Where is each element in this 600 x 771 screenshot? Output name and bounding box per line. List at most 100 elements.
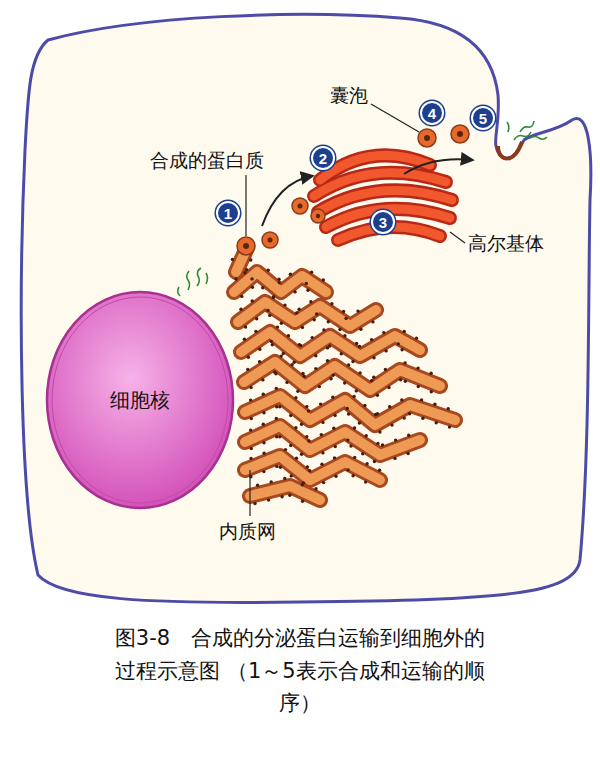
ribosome-dot xyxy=(381,443,384,446)
ribosome-dot xyxy=(373,460,376,463)
ribosome-dot xyxy=(305,405,308,408)
ribosome-dot xyxy=(297,308,300,311)
ribosome-dot xyxy=(290,363,293,366)
figure-caption: 图3-8 合成的分泌蛋白运输到细胞外的过程示意图 （1～5表示合成和运输的顺序） xyxy=(114,622,486,720)
ribosome-dot xyxy=(278,435,281,438)
ribosome-dot xyxy=(370,379,373,382)
nucleus-label: 细胞核 xyxy=(110,387,170,414)
ribosome-dot xyxy=(272,295,275,298)
fusing-vesicle xyxy=(498,142,522,159)
ribosome-dot xyxy=(262,393,265,396)
ribosome-dot xyxy=(351,360,354,363)
ribosome-dot xyxy=(239,308,242,311)
callout-number: 4 xyxy=(428,106,436,121)
ribosome-dot xyxy=(249,428,252,431)
ribosome-dot xyxy=(333,456,336,459)
ribosome-dot xyxy=(275,417,278,420)
ribosome-dot xyxy=(302,481,305,484)
ribosome-dot xyxy=(295,311,298,314)
ribosome-dot xyxy=(249,386,252,389)
ribosome-dot xyxy=(328,344,331,347)
ribosome-dot xyxy=(403,416,406,419)
ribosome-dot xyxy=(329,377,332,380)
ribosome-dot xyxy=(364,480,367,483)
callout-circle: 4 xyxy=(420,101,444,125)
ribosome-dot xyxy=(307,439,310,442)
ribosome-dot xyxy=(448,425,451,428)
er-fold xyxy=(245,456,380,480)
callout-number: 1 xyxy=(224,206,232,221)
ribosome-dot xyxy=(300,453,303,456)
ribosome-dot xyxy=(372,376,375,379)
callout-circle: 3 xyxy=(371,210,395,234)
ribosome-dot xyxy=(346,468,349,471)
nuclear-envelope-inner xyxy=(52,297,228,503)
callout-circle: 1 xyxy=(216,201,240,225)
ribosome-dot xyxy=(253,502,256,505)
ribosome-dot xyxy=(266,309,269,312)
ribosome-dot xyxy=(278,281,281,284)
ribosome-dot xyxy=(275,465,278,468)
ribosome-dot xyxy=(276,325,279,328)
ribosome-dot xyxy=(365,434,368,437)
ribosome-dot xyxy=(394,438,397,441)
ribosome-dot xyxy=(343,381,346,384)
ribosome-dot xyxy=(376,442,379,445)
ribosome-dot xyxy=(347,412,350,415)
ribosome-dot xyxy=(318,385,321,388)
golgi-outline xyxy=(314,155,452,240)
ribosome-dot xyxy=(283,477,286,480)
ribosome-dot xyxy=(295,457,298,460)
ribosome-dot xyxy=(275,405,278,408)
ribosome-dot xyxy=(332,373,335,376)
ribosome-dot xyxy=(406,452,409,455)
ribosome-dot xyxy=(310,271,313,274)
ribosome-dot xyxy=(349,444,352,447)
ribosome-dot xyxy=(294,426,297,429)
part-label: 内质网 xyxy=(219,520,276,543)
ribosome-dot xyxy=(314,354,317,357)
ribosome-dot xyxy=(244,325,247,328)
ribosome-dot xyxy=(270,340,273,343)
ribosome-dot xyxy=(378,430,381,433)
ribosome-dot xyxy=(408,412,411,415)
ribosome-dot xyxy=(326,359,329,362)
ribosome-dot xyxy=(415,337,418,340)
ribosome-dot xyxy=(322,328,325,331)
transport-arrow xyxy=(404,159,472,174)
ribosome-dot xyxy=(289,273,292,276)
ribosome-dot xyxy=(430,390,433,393)
ribosome-dot xyxy=(370,338,373,341)
ribosome-dot xyxy=(255,317,258,320)
ribosome-dot xyxy=(278,405,281,408)
part-label: 高尔基体 xyxy=(468,232,544,255)
ribosome-dot xyxy=(268,314,271,317)
ribosome-dot xyxy=(361,452,364,455)
ribosome-dot xyxy=(359,328,362,331)
ribosome-dot xyxy=(371,320,374,323)
ribosome-dot xyxy=(249,258,252,261)
ribosome-dot xyxy=(285,381,288,384)
ribosome-dot xyxy=(384,368,387,371)
ribosome-dot xyxy=(249,457,252,460)
ribosome-dot xyxy=(321,451,324,454)
er-fold xyxy=(244,362,440,390)
ribosome-dot xyxy=(372,356,375,359)
ribosome-dot xyxy=(256,484,259,487)
ribosome-dot xyxy=(250,417,253,420)
ribosome-dot xyxy=(289,444,292,447)
ribosome-dot xyxy=(250,277,253,280)
ribosome-dot xyxy=(322,278,325,281)
ribosome-dot xyxy=(279,466,282,469)
polypeptide-chains xyxy=(178,268,208,296)
er-fold xyxy=(241,332,420,356)
ribosome-dot xyxy=(261,286,264,289)
ribosome-dot xyxy=(272,296,275,299)
ribosome-dot xyxy=(301,326,304,329)
ribosome-dot xyxy=(287,334,290,337)
ribosome-dot xyxy=(433,403,436,406)
ribosome-dot xyxy=(338,328,341,331)
ribosome-dot xyxy=(313,318,316,321)
ribosome-dot xyxy=(351,474,354,477)
ribosome-dot xyxy=(293,290,296,293)
